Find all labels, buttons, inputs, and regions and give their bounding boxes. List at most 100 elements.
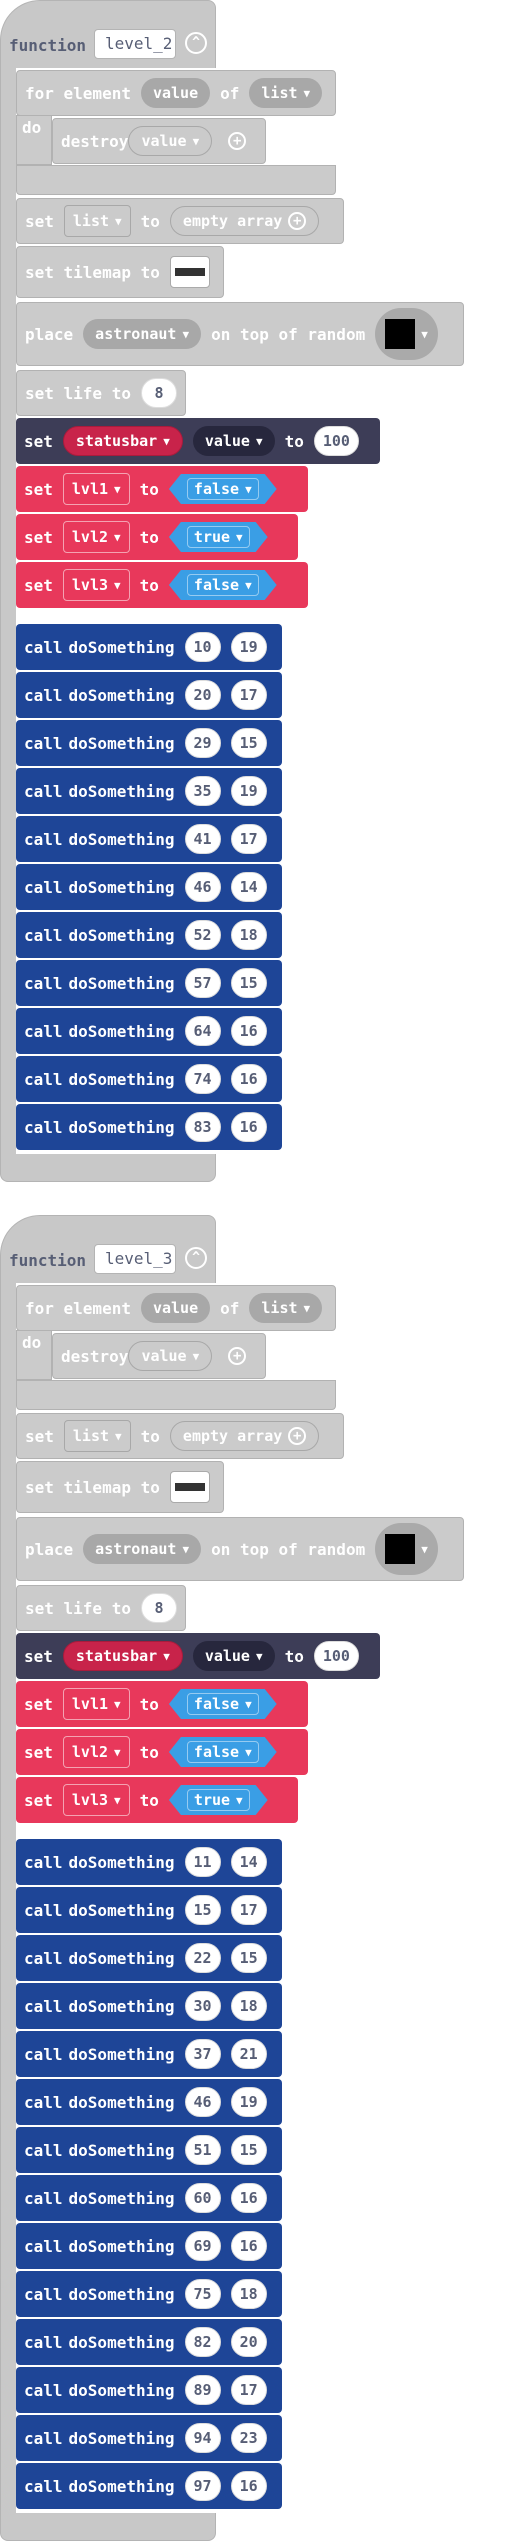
call-arg-2-input[interactable]: 16	[230, 2471, 267, 2501]
call-arg-2-input[interactable]: 16	[230, 2183, 267, 2213]
boolean-dropdown[interactable]: false▼	[169, 1737, 277, 1767]
call-arg-2-input[interactable]: 16	[230, 1112, 267, 1142]
flag-variable-dropdown[interactable]: lvl2▼	[62, 1736, 130, 1768]
call-arg-1-input[interactable]: 15	[184, 1895, 221, 1925]
function-name-field[interactable]: level_2	[94, 29, 176, 59]
life-value-input[interactable]: 8	[140, 378, 177, 408]
boolean-dropdown[interactable]: false▼	[169, 474, 277, 504]
call-arg-1-input[interactable]: 10	[184, 632, 221, 662]
call-arg-1-input[interactable]: 64	[184, 1016, 221, 1046]
boolean-dropdown[interactable]: true▼	[169, 522, 268, 552]
call-arg-1-input[interactable]: 89	[184, 2375, 221, 2405]
sprite-dropdown[interactable]: astronaut▼	[83, 319, 202, 349]
call-arg-1-input[interactable]: 75	[184, 2279, 221, 2309]
call-arg-2-input[interactable]: 21	[230, 2039, 267, 2069]
call-arg-2-input[interactable]: 17	[230, 2375, 267, 2405]
chevron-up-icon[interactable]: ^	[185, 1247, 207, 1269]
call-arg-1-input[interactable]: 97	[184, 2471, 221, 2501]
call-arg-1-input[interactable]: 20	[184, 680, 221, 710]
call-arg-2-input[interactable]: 16	[230, 1064, 267, 1094]
call-arg-2-input[interactable]: 17	[230, 680, 267, 710]
tile-image-picker[interactable]: ▼	[375, 1523, 438, 1575]
call-arg-1-input[interactable]: 46	[184, 2087, 221, 2117]
call-arg-1-input[interactable]: 37	[184, 2039, 221, 2069]
statusbar-property-dropdown[interactable]: value▼	[192, 426, 275, 456]
call-arg-2-input[interactable]: 14	[230, 872, 267, 902]
flag-variable-dropdown[interactable]: lvl1▼	[62, 1688, 130, 1720]
call-arg-1-input[interactable]: 41	[184, 824, 221, 854]
call-arg-2-input[interactable]: 18	[230, 2279, 267, 2309]
call-arg-1-input[interactable]: 51	[184, 2135, 221, 2165]
call-arg-1-input[interactable]: 11	[184, 1847, 221, 1877]
call-arg-1-input[interactable]: 22	[184, 1943, 221, 1973]
set-variable-dropdown[interactable]: list▼	[63, 1420, 131, 1452]
call-arg-1-input[interactable]: 29	[184, 728, 221, 758]
call-arg-1-input[interactable]: 82	[184, 2327, 221, 2357]
call-arg-2-input[interactable]: 19	[230, 632, 267, 662]
call-arg-2-input[interactable]: 18	[230, 920, 267, 950]
flag-variable-dropdown[interactable]: lvl3▼	[62, 1784, 130, 1816]
boolean-dropdown[interactable]: true▼	[169, 1785, 268, 1815]
call-arg-1-input[interactable]: 30	[184, 1991, 221, 2021]
call-arg-1-input[interactable]: 46	[184, 872, 221, 902]
chevron-up-icon[interactable]: ^	[185, 32, 207, 54]
tile-image-picker[interactable]: ▼	[375, 308, 438, 360]
call-arg-1-input[interactable]: 60	[184, 2183, 221, 2213]
plus-icon[interactable]: +	[228, 132, 247, 150]
call-arg-2-input[interactable]: 15	[230, 2135, 267, 2165]
plus-icon[interactable]: +	[228, 1347, 247, 1365]
plus-icon[interactable]: +	[288, 212, 307, 230]
set-variable-dropdown[interactable]: list▼	[63, 205, 131, 237]
call-arg-2-input[interactable]: 16	[230, 1016, 267, 1046]
call-arg-2-input[interactable]: 18	[230, 1991, 267, 2021]
sprite-dropdown[interactable]: astronaut▼	[83, 1534, 202, 1564]
call-arg-2-input[interactable]: 17	[230, 1895, 267, 1925]
empty-array-block[interactable]: empty array+	[169, 1421, 320, 1451]
boolean-dropdown[interactable]: false▼	[169, 1689, 277, 1719]
call-arg-2-input[interactable]: 17	[230, 824, 267, 854]
empty-array-block[interactable]: empty array+	[169, 206, 320, 236]
set-tilemap-block[interactable]: set tilemap to	[16, 246, 224, 298]
call-arg-2-input[interactable]: 19	[230, 776, 267, 806]
tilemap-picker[interactable]	[169, 1471, 210, 1503]
statusbar-value-input[interactable]: 100	[313, 426, 359, 456]
flag-variable-dropdown[interactable]: lvl2▼	[62, 521, 130, 553]
call-arg-2-input[interactable]: 16	[230, 2231, 267, 2261]
call-arg-2-input[interactable]: 23	[230, 2423, 267, 2453]
statusbar-dropdown[interactable]: statusbar▼	[62, 426, 183, 456]
tilemap-picker[interactable]	[169, 256, 210, 288]
function-name-field[interactable]: level_3	[94, 1244, 176, 1274]
for-variable-dropdown[interactable]: value	[140, 1293, 211, 1323]
call-arg-1-input[interactable]: 35	[184, 776, 221, 806]
